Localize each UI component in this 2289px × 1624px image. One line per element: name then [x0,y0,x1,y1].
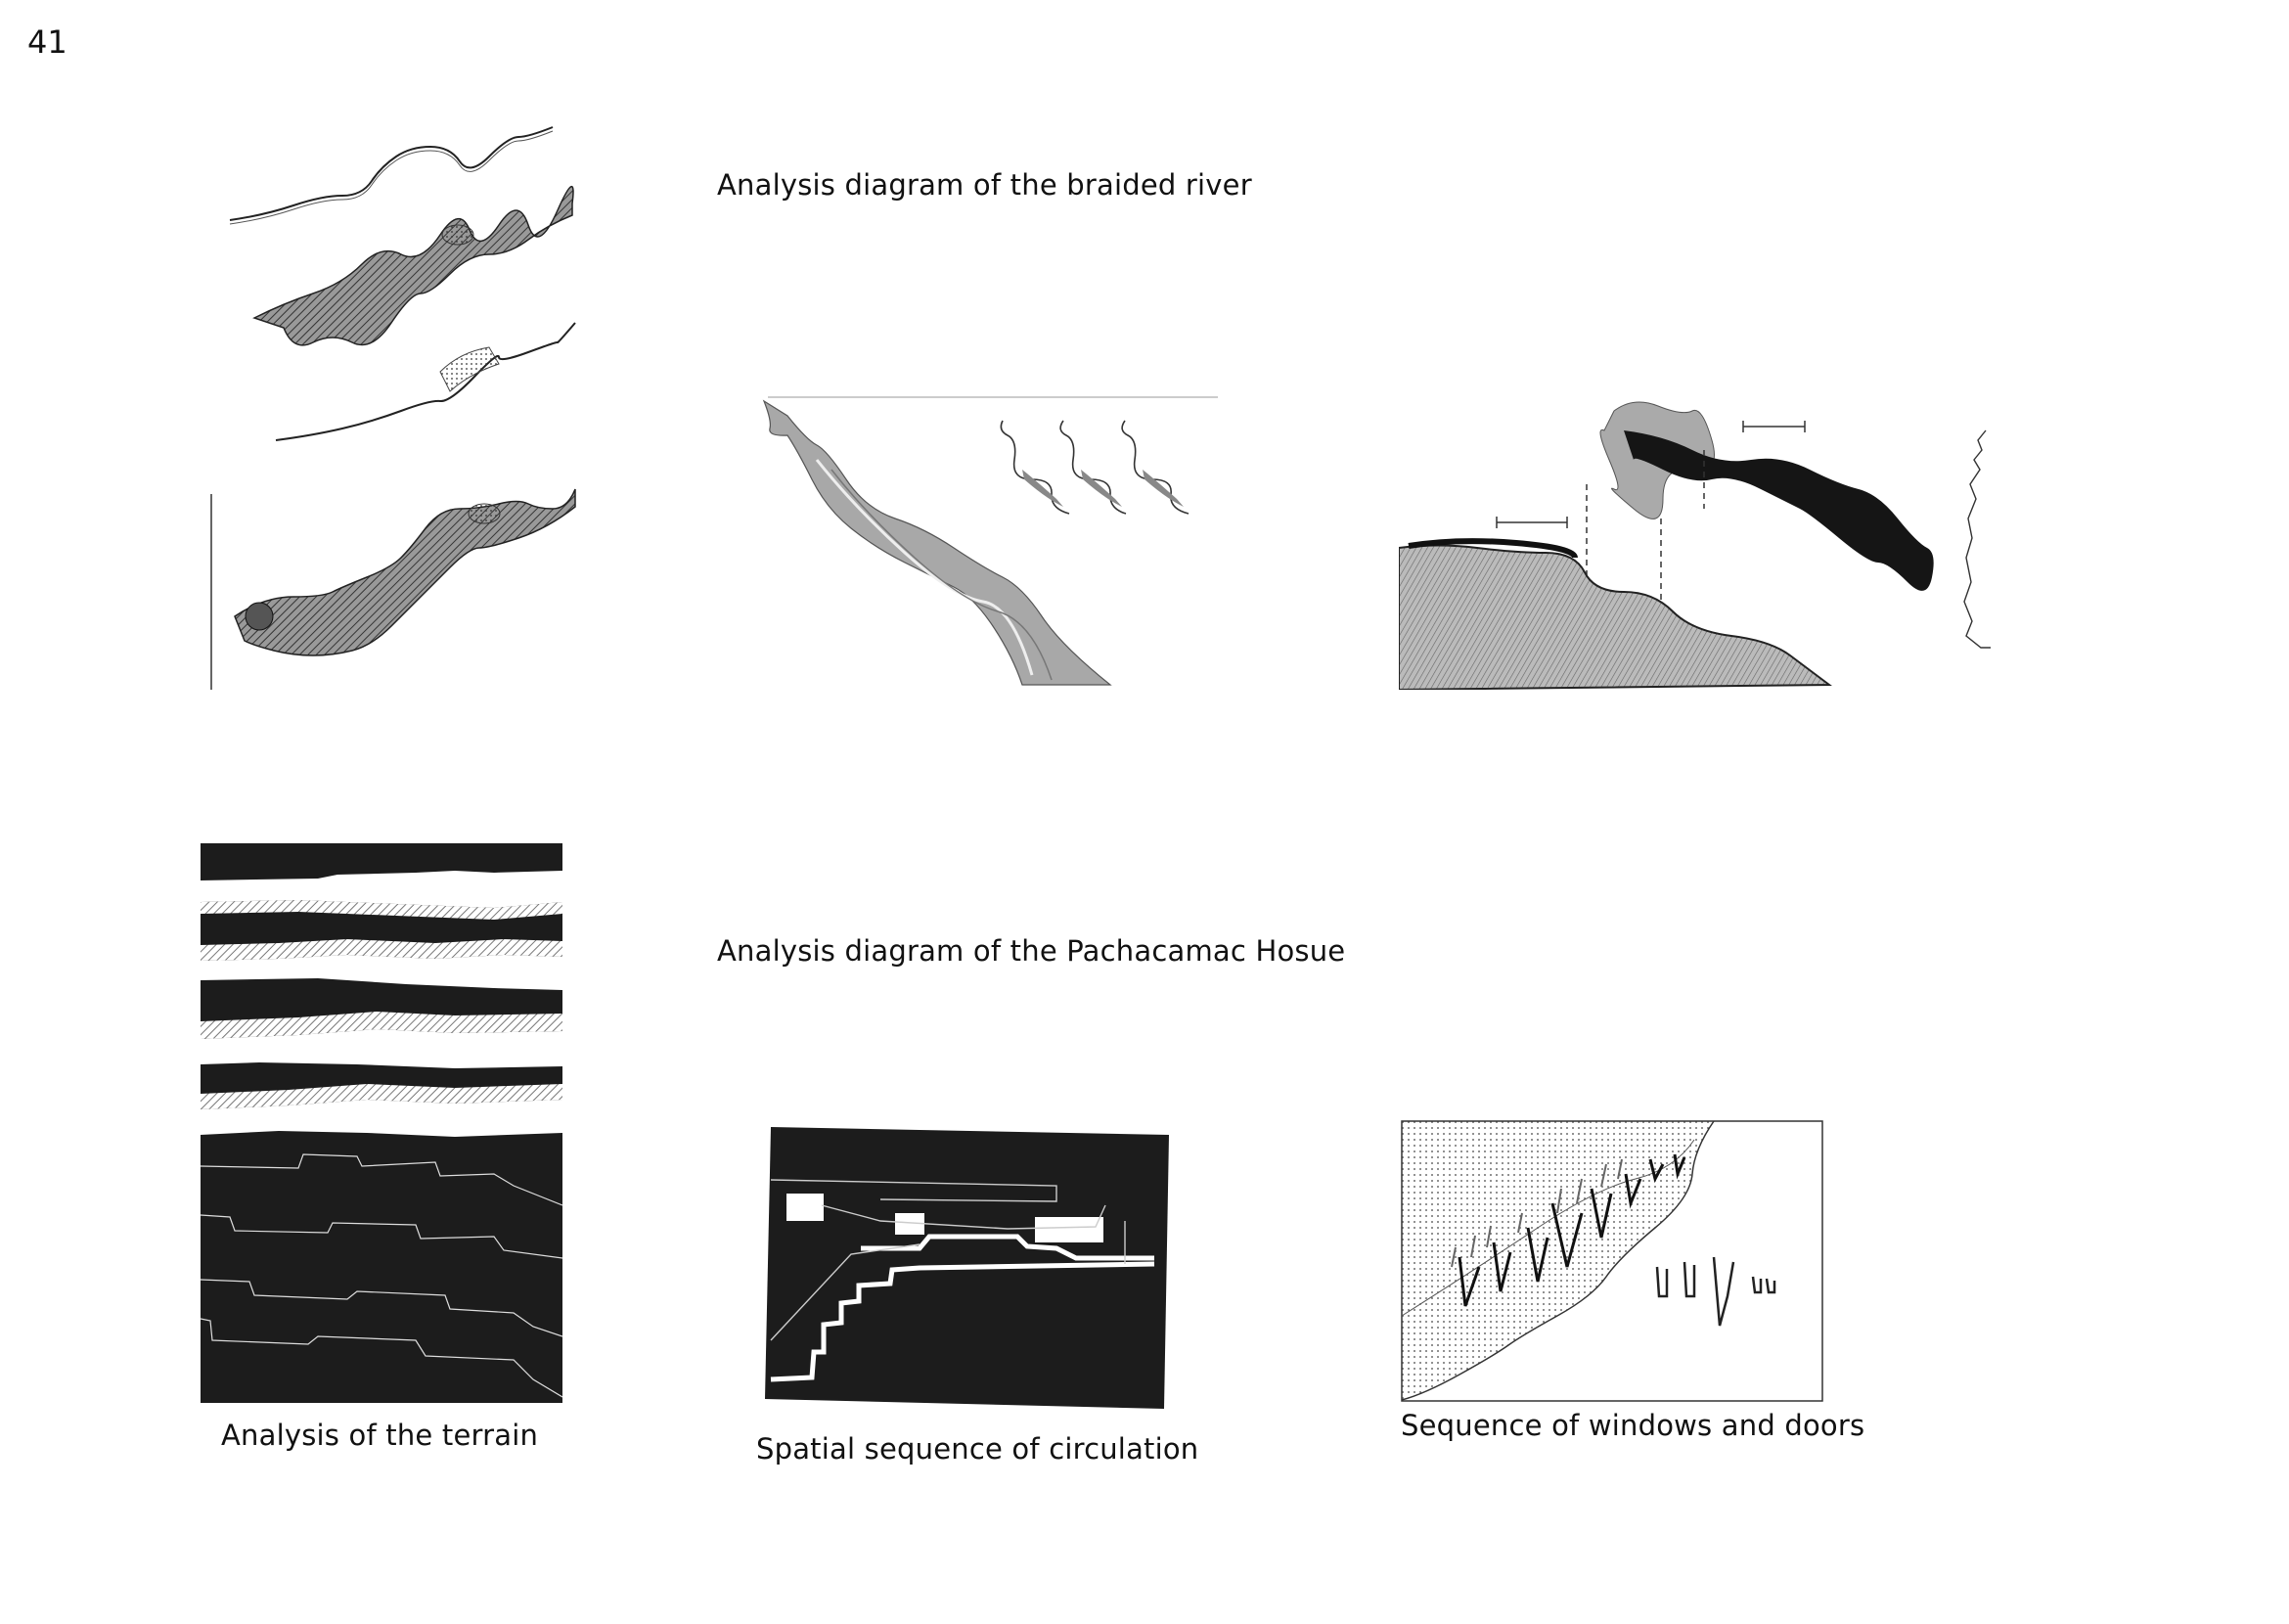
river-section-diagram [1399,391,1996,690]
circulation-caption: Spatial sequence of circulation [756,1432,1198,1466]
windows-doors-caption: Sequence of windows and doors [1401,1409,1864,1442]
terrain-analysis-drawing [201,843,562,1403]
house-section-title: Analysis diagram of the Pachacamac Hosue [717,934,1345,968]
river-plan-drawings [205,117,587,695]
braided-river-diagram [758,391,1223,690]
windows-doors-drawing [1401,1120,1823,1404]
terrain-caption: Analysis of the terrain [221,1419,538,1452]
circulation-sequence-drawing [763,1127,1174,1411]
river-section-title: Analysis diagram of the braided river [717,168,1252,202]
page-number: 41 [27,23,67,61]
